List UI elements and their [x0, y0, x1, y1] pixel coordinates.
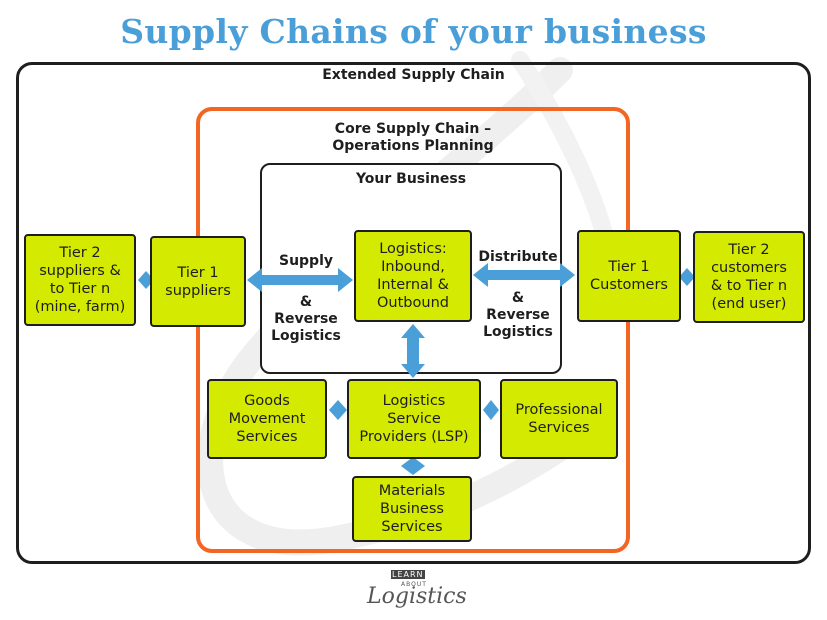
supply-sub-label: & Reverse Logistics	[271, 294, 341, 344]
distribute-arrow	[473, 263, 575, 287]
distribute-label: Distribute	[478, 249, 558, 265]
goods-movement-label: Goods Movement Services	[228, 393, 306, 445]
lsp-label: Logistics Service Providers (LSP)	[359, 393, 469, 445]
lsp-box: Logistics Service Providers (LSP)	[347, 379, 481, 459]
tier1-customers-box: Tier 1 Customers	[577, 230, 681, 322]
tier2-customers-label: Tier 2 customers & to Tier n (end user)	[710, 242, 788, 312]
connector-diamond	[401, 457, 425, 475]
logo-learn-text: LEARN	[391, 570, 425, 579]
your-business-label: Your Business	[355, 171, 467, 187]
core-supply-chain-frame	[196, 107, 630, 553]
logistics-label: Logistics: Inbound, Internal & Outbound	[377, 241, 449, 311]
supply-arrow	[247, 268, 353, 292]
lsp-arrow	[401, 324, 425, 378]
tier1-customers-label: Tier 1 Customers	[590, 259, 668, 293]
supply-label: Supply	[278, 253, 334, 269]
core-supply-chain-label: Core Supply Chain – Operations Planning	[332, 121, 494, 154]
distribute-sub-label: & Reverse Logistics	[483, 290, 553, 340]
professional-services-label: Professional Services	[515, 402, 603, 436]
connector-diamond	[329, 400, 347, 420]
tier2-suppliers-label: Tier 2 suppliers & to Tier n (mine, farm…	[34, 245, 126, 315]
tier1-suppliers-label: Tier 1 suppliers	[165, 264, 231, 299]
professional-services-box: Professional Services	[500, 379, 618, 459]
logistics-box: Logistics: Inbound, Internal & Outbound	[354, 230, 472, 322]
logo-logistics-text: Logistics	[367, 584, 467, 609]
page-title: Supply Chains of your business	[120, 12, 707, 51]
extended-supply-chain-label: Extended Supply Chain	[322, 67, 505, 83]
connector-diamond	[483, 400, 499, 420]
tier2-suppliers-box: Tier 2 suppliers & to Tier n (mine, farm…	[24, 234, 136, 326]
learn-about-logistics-logo: LEARN ABOUT Logistics	[355, 570, 475, 615]
extended-supply-chain-frame	[16, 62, 811, 564]
logo-about-text: ABOUT	[401, 581, 427, 588]
materials-business-box: Materials Business Services	[352, 476, 472, 542]
materials-business-label: Materials Business Services	[378, 483, 446, 535]
tier1-suppliers-box: Tier 1 suppliers	[150, 236, 246, 327]
tier2-customers-box: Tier 2 customers & to Tier n (end user)	[693, 231, 805, 323]
connector-diamond	[679, 268, 695, 286]
goods-movement-box: Goods Movement Services	[207, 379, 327, 459]
